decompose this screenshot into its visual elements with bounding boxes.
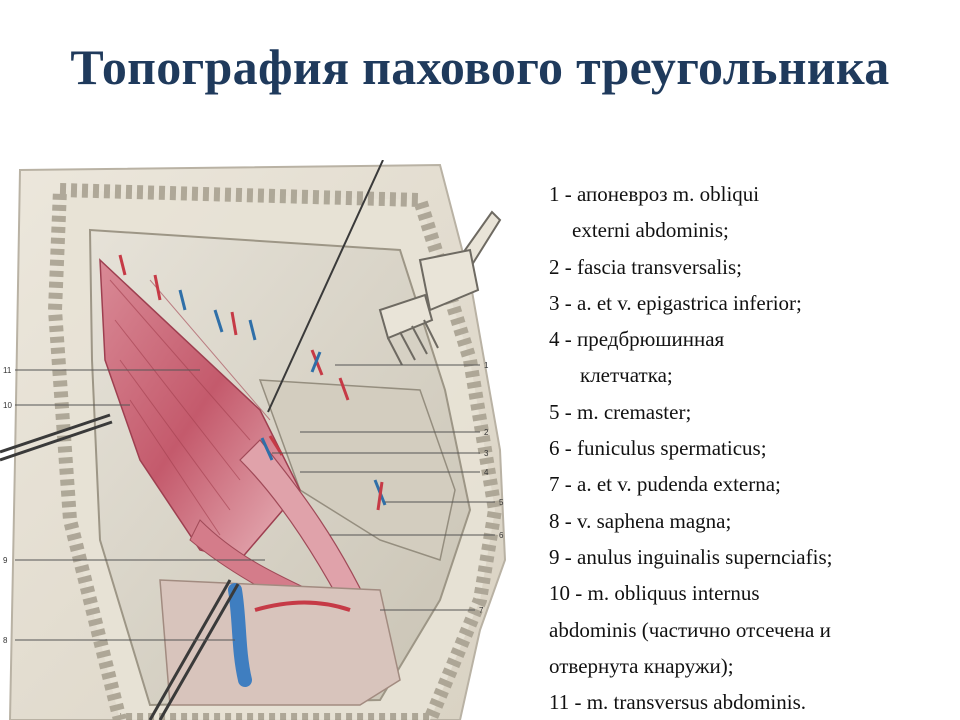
callout-number: 9 [3,556,8,565]
callout-number: 3 [484,449,489,458]
legend-line: 6 - funiculus spermaticus; [549,436,767,461]
legend-line: отвернута кнаружи); [549,653,734,678]
legend-line: 7 - a. et v. pudenda externa; [549,472,781,497]
legend-line: externi abdominis; [572,218,729,243]
pudendal-artery [254,600,351,612]
callout-number: 6 [499,531,504,540]
callout-number: 4 [484,468,489,477]
retractor-icon [378,210,502,366]
epigastric-vessels [118,254,387,511]
legend-line: клетчатка; [580,363,673,388]
probe-instrument [267,160,384,413]
legend-line: abdominis (частично отсечена и [549,617,831,642]
legend-line: 3 - a. et v. epigastrica inferior; [549,290,802,315]
callout-number: 1 [484,361,489,370]
legend-line: 10 - m. obliquus internus [549,581,760,606]
slide-title: Топография пахового треугольника [70,39,890,95]
legend-line: 1 - апоневроз m. obliqui [549,182,760,206]
anatomical-illustration: 11 10 9 8 1 2 3 4 5 6 7 [0,160,515,720]
legend-line: 9 - anulus inguinalis supernciafis; [549,544,833,569]
legend-line: 5 - m. cremaster; [549,399,692,424]
forceps-bottom [148,579,240,720]
saphenous-vein [228,583,252,687]
legend-line: 8 - v. saphena magna; [549,508,732,533]
legend-line: 11 - m. transversus abdominis. [549,690,807,715]
legend-line: 2 - fascia transversalis; [549,254,743,279]
thigh-region [159,579,401,706]
callout-number: 8 [3,636,8,645]
callout-number: 11 [3,366,12,375]
legend-list: 1 - апоневроз m. obliqui externi abdomin… [549,176,949,720]
callout-number: 7 [479,606,484,615]
callout-number: 5 [499,498,504,507]
forceps-left [0,413,113,462]
callout-number: 2 [484,428,489,437]
legend-line: 4 - предбрюшинная [549,327,725,352]
callout-number: 10 [3,401,12,410]
